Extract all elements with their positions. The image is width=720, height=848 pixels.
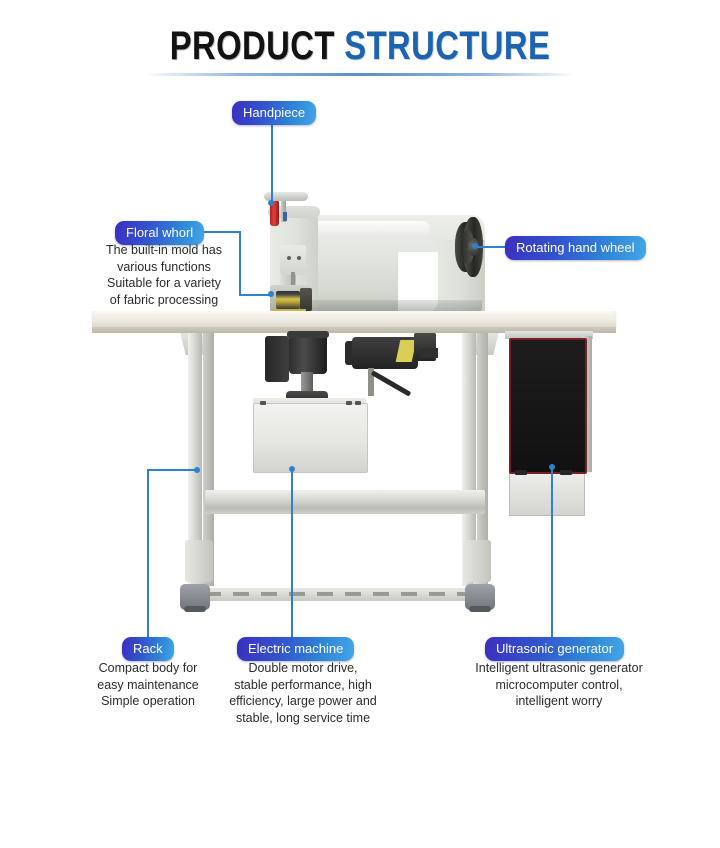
handpiece-icon: [270, 200, 279, 226]
leader-dot-hand-wheel: [472, 243, 478, 249]
leader-dot-rack: [194, 467, 200, 473]
callout-badge-floral-whorl[interactable]: Floral whorl: [115, 221, 205, 245]
faceplate-screw-icon: [297, 256, 301, 260]
handpiece-rod: [281, 196, 286, 222]
leader-line-floral-whorl-h1: [203, 231, 241, 233]
leader-dot-electric-machine: [289, 466, 295, 472]
page-title-accent: STRUCTURE: [344, 24, 551, 68]
presser-foot: [291, 272, 295, 294]
motor-left-shaft: [301, 372, 313, 394]
leader-line-ultrasonic-generator: [551, 467, 553, 639]
rack-left-foot-cap: [180, 584, 210, 610]
leader-dot-handpiece: [268, 200, 274, 206]
electric-box-bolt-icon: [260, 401, 266, 405]
electric-control-box-top: [253, 398, 366, 406]
motor-left-cap: [287, 331, 329, 338]
floral-whorl-base: [272, 309, 306, 312]
rack-left-foot: [185, 540, 213, 582]
callout-badge-ultrasonic-generator[interactable]: Ultrasonic generator: [485, 637, 625, 661]
generator-foot-icon: [560, 470, 572, 475]
generator-top-cap: [505, 331, 593, 339]
leader-line-floral-whorl-v: [239, 231, 241, 295]
machine-head-shadow: [272, 300, 482, 313]
work-table-edge: [92, 327, 616, 333]
callout-caption-electric-machine: Double motor drive, stable performance, …: [229, 661, 377, 725]
callout-badge-rack[interactable]: Rack: [122, 637, 174, 661]
rack-footrest-perforations: [205, 592, 473, 596]
electric-control-box: [253, 403, 368, 473]
leader-line-rack-h: [147, 469, 197, 471]
generator-side-panel: [583, 336, 592, 472]
motor-right-bracket-plate: [420, 348, 438, 358]
handpiece-connector: [283, 212, 287, 221]
machine-faceplate: [280, 245, 306, 275]
leader-line-hand-wheel: [476, 246, 507, 248]
leader-dot-ultrasonic-generator: [549, 464, 555, 470]
faceplate-screw-icon: [287, 256, 291, 260]
generator-lower-housing: [509, 470, 585, 516]
leader-line-rack-v: [147, 469, 149, 639]
motor-right-arm: [368, 368, 374, 396]
page-title: PRODUCT STRUCTURE: [0, 26, 720, 66]
callout-badge-rotating-hand-wheel[interactable]: Rotating hand wheel: [505, 236, 646, 260]
callout-caption-rack: Compact body for easy maintenance Simple…: [97, 661, 199, 708]
rack-left-leg-inner: [203, 333, 214, 586]
rack-left-foot-pad: [184, 606, 206, 612]
rack-right-foot-pad: [469, 606, 491, 612]
product-structure-page: PRODUCT STRUCTURE: [0, 26, 720, 725]
leader-line-electric-machine: [291, 469, 293, 639]
leader-dot-floral-whorl: [268, 291, 274, 297]
work-table-top: [92, 311, 616, 331]
motor-right-linkage: [370, 370, 412, 397]
cooling-fan-icon: [265, 336, 289, 382]
electric-box-bolt-icon: [346, 401, 352, 405]
callout-caption-ultrasonic-generator: Intelligent ultrasonic generator microco…: [475, 661, 643, 708]
floral-whorl-side-plate: [300, 288, 312, 311]
floral-whorl-icon: [276, 291, 300, 309]
rack-left-leg: [188, 333, 202, 586]
generator-icon: ◦◦: [509, 338, 587, 474]
callout-badge-electric-machine[interactable]: Electric machine: [237, 637, 355, 661]
rack-right-foot-cap: [465, 584, 495, 610]
callout-badge-handpiece[interactable]: Handpiece: [232, 101, 317, 125]
callout-caption-floral-whorl: The built-in mold has various functions …: [105, 243, 223, 307]
generator-foot-icon: [515, 470, 527, 475]
rack-right-leg: [462, 333, 476, 586]
title-divider: [145, 73, 575, 76]
leader-line-handpiece: [271, 124, 273, 202]
product-illustration: ◦◦: [92, 192, 616, 612]
rack-right-foot: [463, 540, 491, 582]
page-title-primary: PRODUCT: [169, 24, 345, 68]
rack-crossbar: [205, 490, 485, 514]
electric-box-bolt-icon: [355, 401, 361, 405]
motor-right-cap: [345, 341, 355, 365]
handpiece-knob: [264, 192, 308, 201]
leader-line-floral-whorl-h2: [239, 294, 273, 296]
rack-right-leg-inner: [477, 333, 488, 586]
motor-left: [289, 334, 327, 374]
